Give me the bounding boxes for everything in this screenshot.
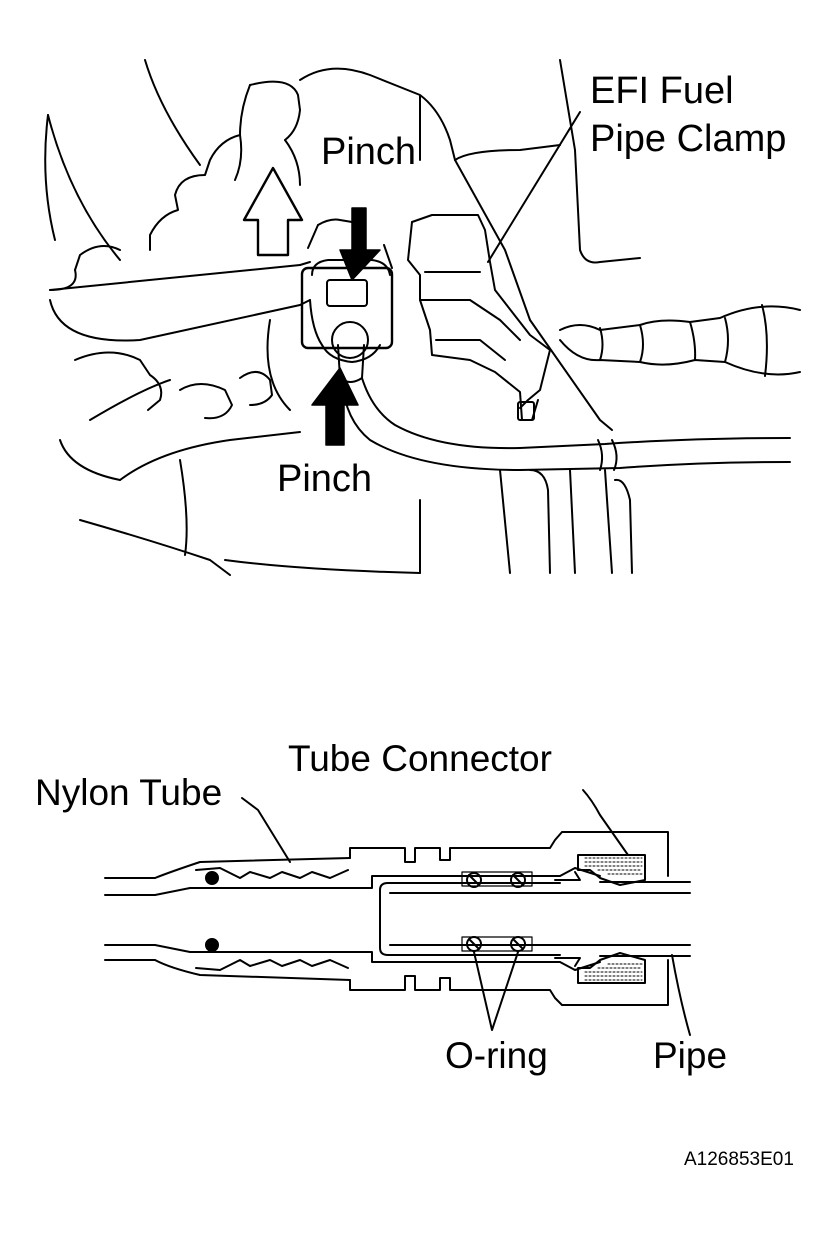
nylon-tube-label: Nylon Tube — [35, 772, 223, 813]
pinch-label-lower: Pinch — [277, 458, 373, 500]
pinch-label-upper: Pinch — [321, 131, 417, 173]
clamp-label-line1: EFI Fuel — [590, 70, 734, 112]
clamp-leader-line — [487, 111, 581, 263]
clamp-label-line2: Pipe Clamp — [590, 118, 787, 160]
figure-id: A126853E01 — [684, 1149, 794, 1170]
pipe-leader — [671, 954, 691, 1036]
o-ring-label: O-ring — [445, 1035, 548, 1076]
o-ring-leader — [473, 951, 519, 1031]
pinch-arrow-lower — [311, 367, 359, 446]
retainer-hatch — [584, 857, 643, 981]
pinch-arrow-upper — [339, 207, 381, 281]
nylon-tube-leader — [241, 797, 291, 863]
tube-connector-label: Tube Connector — [288, 738, 552, 779]
pull-direction-arrow — [242, 166, 304, 257]
tube-connector-leader — [582, 789, 629, 856]
pipe-label: Pipe — [653, 1035, 728, 1076]
connector-cross-section — [104, 831, 691, 1006]
o-ring-upper-2 — [510, 872, 526, 888]
o-ring-upper-1 — [466, 872, 482, 888]
